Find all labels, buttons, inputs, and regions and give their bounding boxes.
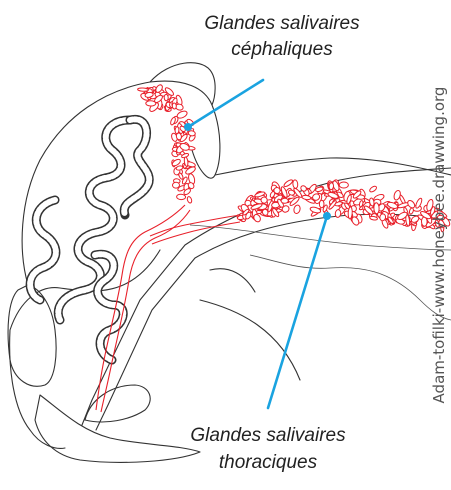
gland-lobule bbox=[281, 198, 288, 203]
gland-lobule bbox=[170, 117, 177, 126]
gland-lobule bbox=[138, 88, 149, 92]
pointer-cephalic-dot bbox=[184, 123, 192, 131]
pointer-thoracic-dot bbox=[323, 212, 331, 220]
gland-lobule bbox=[310, 206, 322, 214]
gland-lobule bbox=[369, 185, 378, 193]
gland-lobule bbox=[379, 213, 386, 221]
gland-lobule bbox=[186, 196, 192, 204]
proboscis-outline bbox=[35, 395, 200, 462]
label-thoracic-line1: Glandes salivaires bbox=[190, 425, 346, 446]
gland-lobule bbox=[319, 200, 324, 208]
pointer-cephalic bbox=[188, 80, 263, 127]
gland-lobule bbox=[274, 187, 280, 193]
gland-lobule bbox=[415, 197, 423, 209]
credit-text: Adam-tofilki-www.honeybee.drawwing.org bbox=[430, 87, 448, 404]
pointer-thoracic bbox=[268, 216, 327, 408]
gland-lobule bbox=[292, 180, 298, 189]
neck-membrane bbox=[200, 269, 300, 380]
thorax-outline-top bbox=[215, 158, 451, 175]
gland-lobule bbox=[335, 209, 341, 217]
label-cephalic-line2: céphaliques bbox=[231, 39, 333, 60]
gland-lobule bbox=[283, 179, 293, 188]
gland-lobule bbox=[172, 103, 177, 109]
mandible-outline bbox=[8, 285, 56, 386]
gland-lobule bbox=[329, 183, 334, 190]
gland-lobule bbox=[164, 94, 168, 101]
gland-lobule bbox=[293, 204, 301, 214]
gland-lobule bbox=[176, 194, 185, 200]
gland-lobule bbox=[176, 110, 188, 120]
gland-lobule bbox=[374, 203, 380, 214]
label-thoracic-line2: thoraciques bbox=[219, 452, 318, 473]
gland-lobule bbox=[339, 182, 348, 188]
gland-lobule bbox=[348, 207, 353, 219]
labrum-outline bbox=[85, 385, 150, 422]
thoracic-salivary-gland bbox=[236, 179, 451, 232]
esophagus-lower bbox=[96, 214, 451, 430]
gland-lobule bbox=[188, 130, 196, 136]
gland-lobule bbox=[172, 182, 179, 188]
gland-lobule bbox=[409, 207, 414, 214]
label-cephalic-line1: Glandes salivaires bbox=[204, 13, 360, 34]
